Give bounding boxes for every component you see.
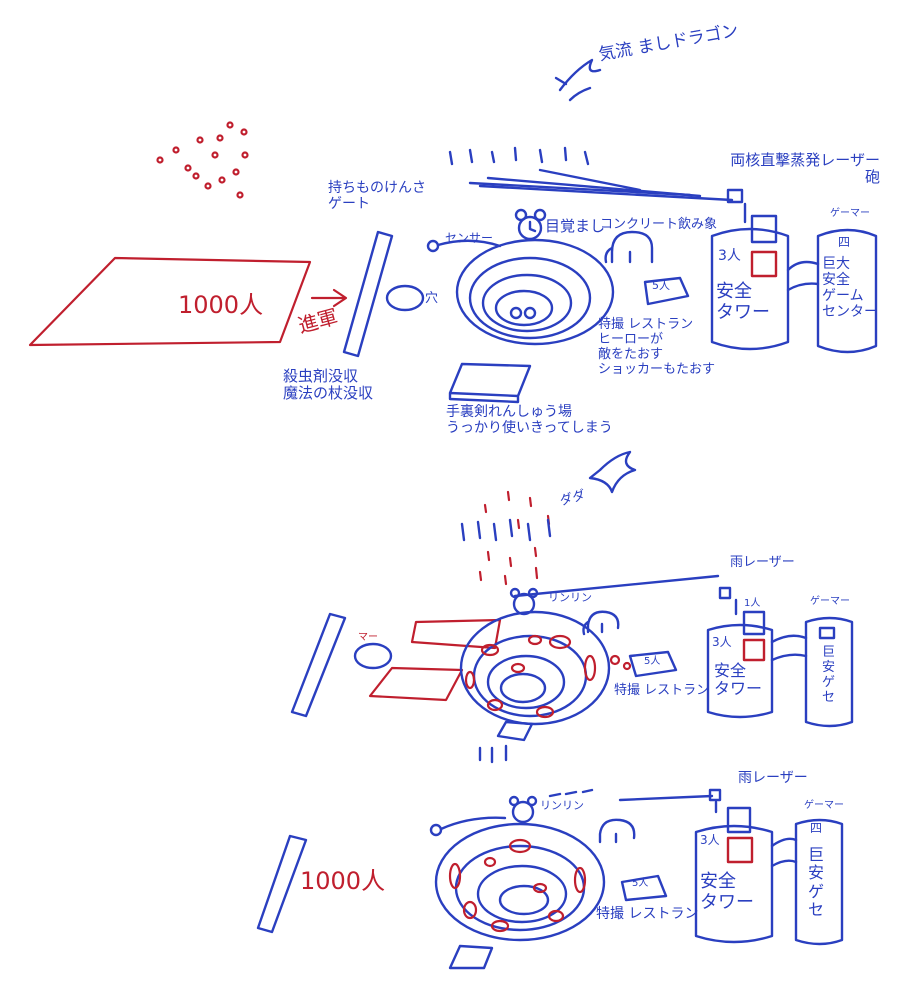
bottom-tower-count: 3人: [700, 833, 720, 847]
bottom-alarm-icon: [508, 795, 538, 824]
sensor-icon: [426, 239, 440, 253]
advance-arrow: [310, 288, 348, 308]
hole: [385, 284, 425, 312]
middle-practice-box: [496, 720, 534, 742]
center-count: 四: [838, 235, 851, 249]
middle-red-field-bottom: [368, 666, 464, 702]
bottom-sensor-icon: [429, 823, 443, 837]
middle-gamer-label: ゲーマー: [810, 596, 850, 607]
bottom-ring-label: リンリン: [540, 799, 584, 812]
alarm-clock-icon: [514, 208, 547, 241]
alarm-label: 目覚まし: [545, 217, 606, 235]
gamer-label: ゲーマー: [830, 208, 870, 219]
bottom-crowd-count: 1000人: [300, 867, 386, 895]
middle-laser-label: 雨レーザー: [730, 555, 795, 570]
sensor-label: センサー: [445, 231, 494, 245]
bottom-tower-label: 安全 タワー: [700, 871, 754, 913]
middle-mark-label: マー: [358, 632, 378, 643]
middle-maze-blobs: [464, 634, 597, 719]
middle-elephant-icon: [582, 610, 620, 636]
bottom-gate: [256, 834, 308, 934]
game-center: [786, 228, 878, 354]
laser-beam: [478, 184, 734, 202]
middle-dragon-icon: [588, 450, 637, 494]
restaurant-label: 特撮 レストラン ヒーローが 敵をたおす ショッカーもたおす: [598, 317, 716, 377]
crowd-count: 1000人: [178, 291, 264, 319]
concentric-maze: [455, 238, 615, 346]
middle-restaurant-label: 特撮 レストラン: [614, 683, 710, 698]
middle-red-dots: [609, 654, 632, 671]
laser-label: 両核直撃蒸発レーザー砲: [730, 151, 880, 187]
elephant-label: コンクリート飲み象: [600, 217, 718, 232]
dragon-icon: [554, 58, 602, 102]
falling-drops: [478, 490, 551, 586]
safety-tower: [710, 214, 790, 351]
middle-center-label: 巨安ゲセ: [822, 645, 836, 705]
middle-restaurant-box: [628, 650, 678, 678]
bottom-restaurant-box: [620, 874, 668, 902]
middle-red-field-top: [410, 618, 502, 650]
middle-tower-label: 安全 タワー: [714, 661, 763, 699]
practice-label: 手裏剣れんしゅう場 うっかり使いきってしまう: [446, 404, 613, 437]
middle-laser-beam: [513, 574, 720, 598]
middle-tower-count-top: 1人: [744, 598, 761, 609]
bottom-wind-lines: [548, 788, 594, 798]
bottom-box-count: 5人: [632, 878, 649, 889]
bottom-restaurant-label: 特撮 レストラン: [596, 906, 699, 922]
bottom-gamer-label: ゲーマー: [804, 800, 844, 811]
gate-label: 持ちものけんさ ゲート: [328, 180, 426, 213]
middle-wind-lines: [460, 518, 552, 542]
middle-ripple-lines: [478, 744, 508, 764]
middle-gate: [290, 612, 347, 718]
wind-lines: [448, 146, 702, 198]
bottom-laser-label: 雨レーザー: [738, 770, 808, 786]
tower-count: 3人: [718, 248, 741, 264]
elephant-icon: [604, 230, 654, 264]
middle-tower-count: 3人: [712, 635, 732, 649]
bottom-maze-blobs: [448, 838, 587, 933]
middle-game-center: [770, 616, 854, 728]
bottom-laser-beam: [618, 794, 714, 802]
hole-label: 穴: [425, 291, 439, 306]
inspection-gate: [342, 230, 394, 358]
confiscate-label: 殺虫剤没収 魔法の杖没収: [283, 367, 374, 403]
bottom-maze: [434, 822, 606, 942]
bottom-center-count: 四: [810, 821, 823, 835]
red-crowd-dots: [156, 121, 249, 199]
bottom-elephant-icon: [598, 818, 636, 844]
box-count: 5人: [652, 279, 670, 292]
middle-ring-label: リンリン: [548, 591, 592, 604]
middle-hole: [353, 642, 393, 670]
bottom-center-label: 巨安ゲセ: [808, 845, 825, 920]
crowd-field: [28, 256, 312, 347]
practice-box: [448, 362, 532, 404]
bottom-practice-box: [448, 944, 494, 970]
bottom-safety-tower: [694, 788, 774, 944]
laser-cannon-icon: [726, 188, 747, 224]
middle-safety-tower: [706, 586, 774, 719]
center-label: 巨大 安全 ゲーム センター: [822, 256, 878, 321]
restaurant-box: [643, 276, 690, 306]
tower-label: 安全 タワー: [716, 281, 770, 323]
middle-box-count: 5人: [644, 656, 661, 667]
bottom-game-center: [770, 818, 844, 946]
middle-alarm-icon: [509, 587, 539, 616]
